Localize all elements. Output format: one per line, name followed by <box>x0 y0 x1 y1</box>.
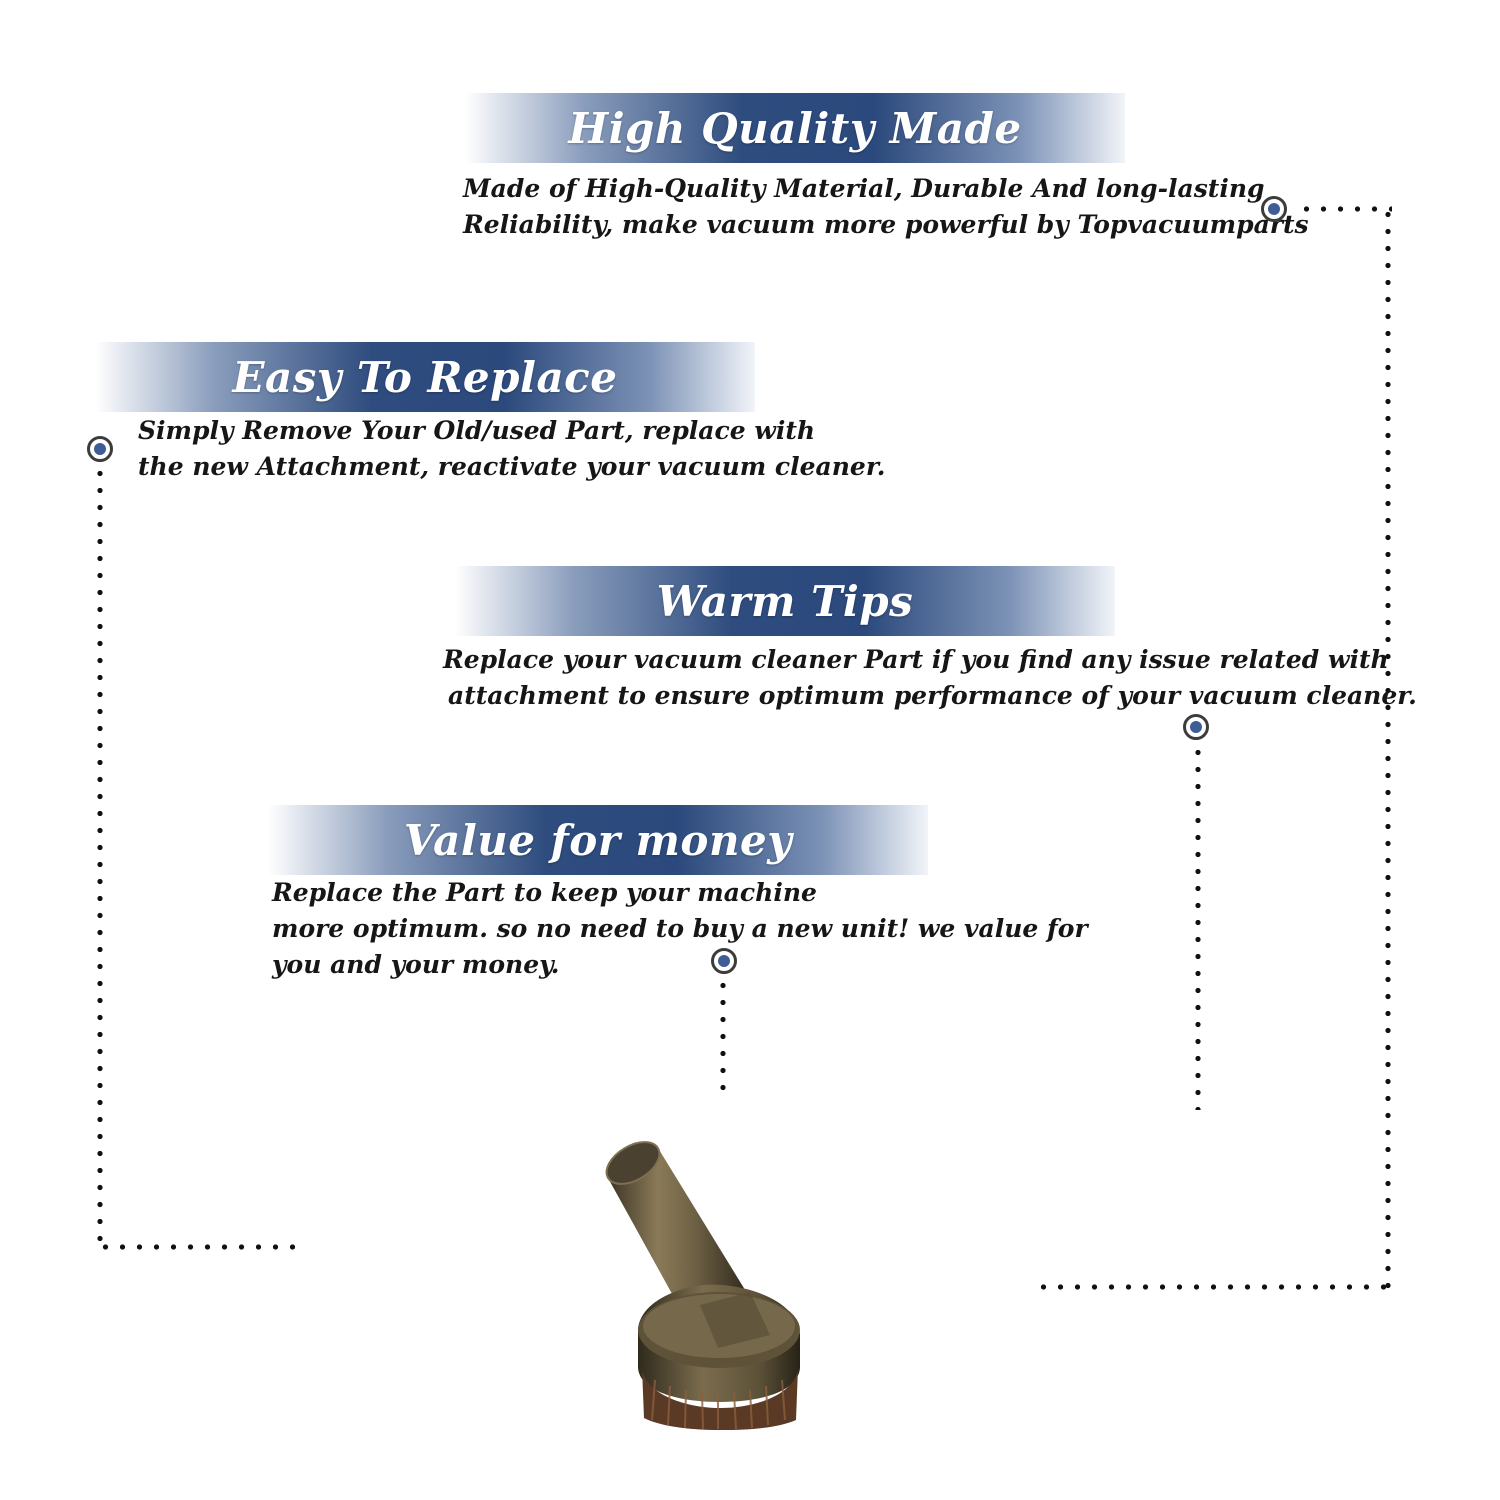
marker-icon <box>87 436 113 462</box>
section-title: Warm Tips <box>656 576 914 626</box>
connector-line <box>1385 206 1391 1292</box>
section-description: Replace the Part to keep your machine mo… <box>272 875 1088 983</box>
description-line: attachment to ensure optimum performance… <box>448 681 1417 710</box>
banner-value-money: Value for money <box>268 805 928 875</box>
marker-icon <box>1261 196 1287 222</box>
vacuum-dusting-brush-icon <box>600 1130 840 1430</box>
description-line: Simply Remove Your Old/used Part, replac… <box>138 416 816 445</box>
section-title: Value for money <box>403 815 793 865</box>
description-line: Made of High-Quality Material, Durable A… <box>463 174 1265 203</box>
marker-icon <box>711 948 737 974</box>
description-line: more optimum. so no need to buy a new un… <box>272 914 1088 943</box>
description-line: you and your money. <box>272 950 560 979</box>
section-title: High Quality Made <box>568 103 1022 153</box>
connector-line <box>1195 744 1201 1110</box>
description-line: Reliability, make vacuum more powerful b… <box>463 210 1309 239</box>
marker-icon <box>1183 714 1209 740</box>
connector-line <box>1035 1284 1391 1290</box>
connector-line <box>97 465 103 1250</box>
banner-easy-replace: Easy To Replace <box>95 342 755 412</box>
connector-line <box>97 1244 302 1250</box>
connector-line <box>1298 206 1392 212</box>
description-line: the new Attachment, reactivate your vacu… <box>138 452 886 481</box>
section-description: Made of High-Quality Material, Durable A… <box>463 171 1309 243</box>
banner-warm-tips: Warm Tips <box>455 566 1115 636</box>
section-description: Replace your vacuum cleaner Part if you … <box>443 642 1417 714</box>
description-line: Replace the Part to keep your machine <box>272 878 817 907</box>
connector-line <box>720 977 726 1092</box>
banner-high-quality: High Quality Made <box>465 93 1125 163</box>
description-line: Replace your vacuum cleaner Part if you … <box>443 645 1389 674</box>
section-title: Easy To Replace <box>232 352 618 402</box>
section-description: Simply Remove Your Old/used Part, replac… <box>138 413 885 485</box>
